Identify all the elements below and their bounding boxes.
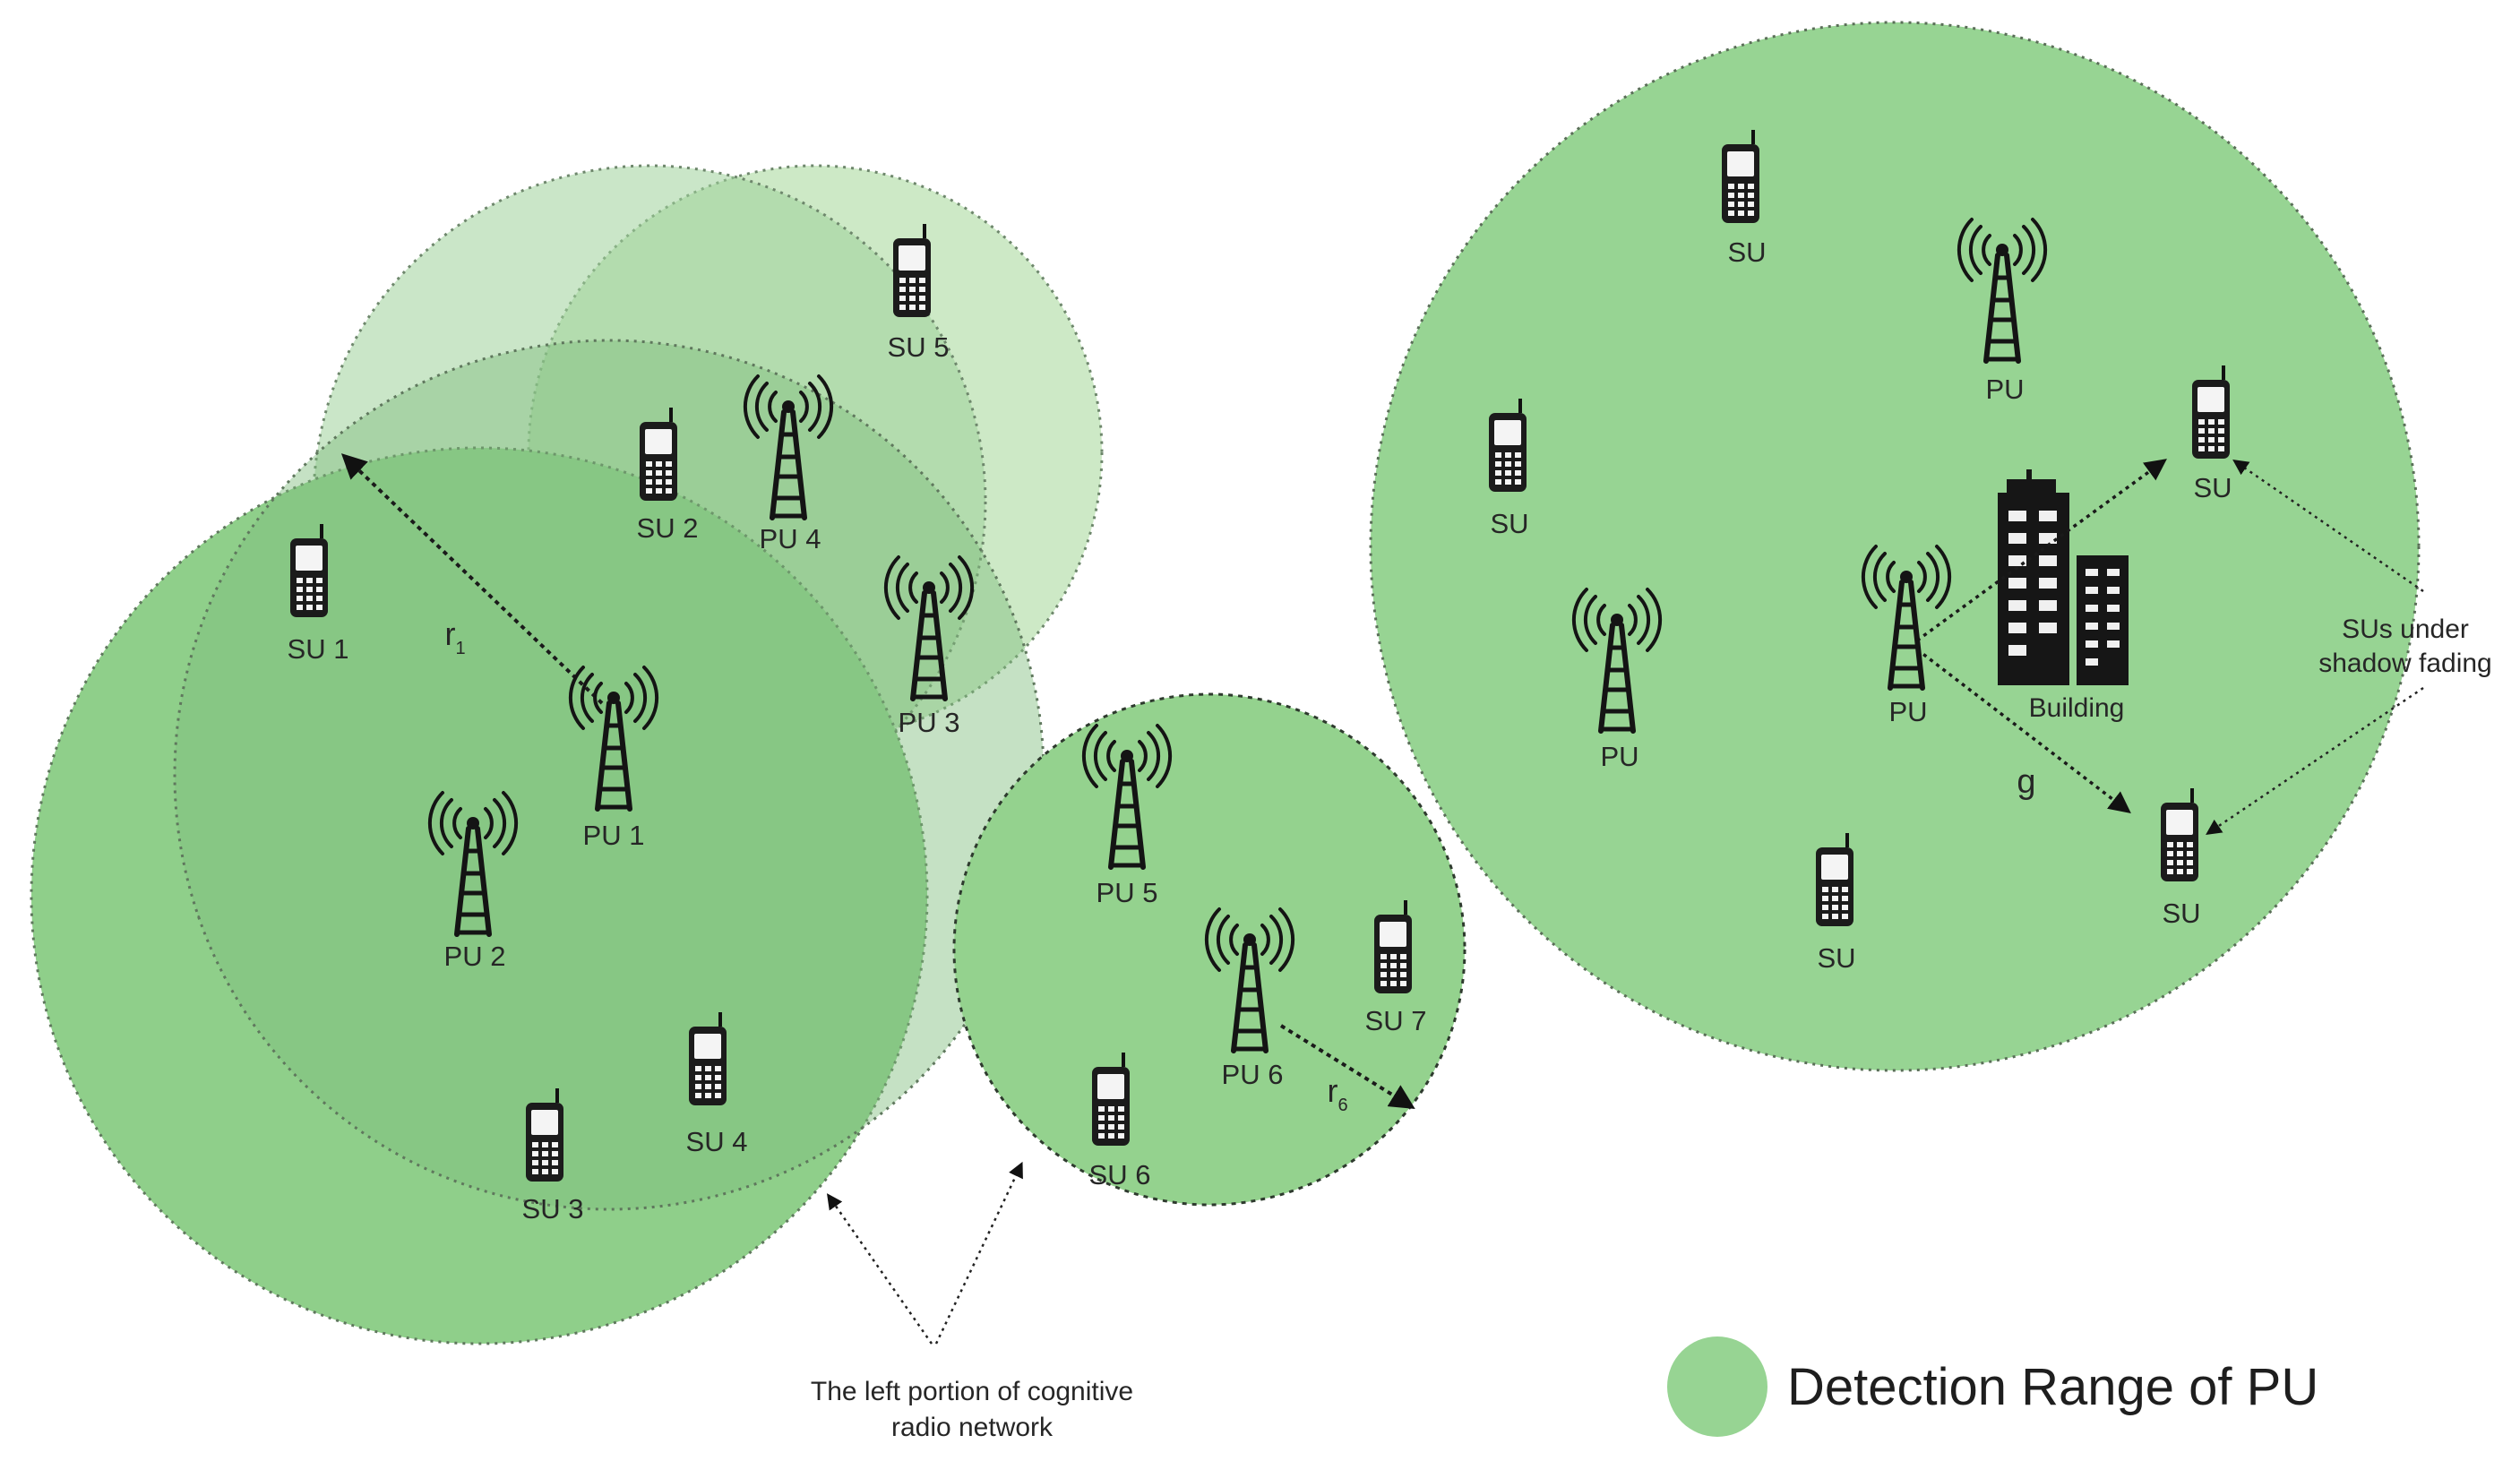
r6-label-main: r xyxy=(1327,1072,1337,1109)
right-su-shadow1-label: SU xyxy=(2193,472,2232,503)
r6-label-sub: 6 xyxy=(1337,1096,1347,1115)
r1-label-main: r xyxy=(444,615,455,652)
right-su-left-label: SU xyxy=(1490,508,1528,539)
su6-label: SU 6 xyxy=(1089,1159,1151,1190)
pu1-label: PU 1 xyxy=(583,820,645,851)
su4-label: SU 4 xyxy=(686,1126,748,1157)
pu5-label: PU 5 xyxy=(1097,877,1158,908)
su7-label: SU 7 xyxy=(1365,1005,1427,1036)
right-su-top-label: SU xyxy=(1727,236,1766,268)
right-pu-left-label: PU xyxy=(1600,741,1638,772)
pu6-label: PU 6 xyxy=(1222,1059,1284,1090)
su5-label: SU 5 xyxy=(888,331,950,363)
shadow-callout-arrow-1 xyxy=(2232,460,2424,593)
right-su-shadow2-label: SU xyxy=(2162,898,2200,929)
left-portion-callout-arrow-1 xyxy=(826,1193,933,1345)
left-portion-callout-arrow-2 xyxy=(934,1161,1023,1345)
pu-to-shadow-su-arrow-1 xyxy=(1915,459,2167,642)
r6-radius-arrow xyxy=(1279,1024,1415,1109)
legend-swatch xyxy=(1667,1336,1767,1437)
shadow-callout-arrow-2 xyxy=(2206,686,2424,835)
shadow-fading-callout-line2: shadow fading xyxy=(2318,649,2491,678)
left-portion-callout-line2: radio network xyxy=(891,1413,1054,1442)
right-su-bottom-label: SU xyxy=(1817,942,1855,974)
pu3-label: PU 3 xyxy=(899,707,960,738)
legend-label: Detection Range of PU xyxy=(1787,1358,2318,1416)
right-network-detection-range xyxy=(1369,21,2421,1072)
pu-to-shadow-su-arrow-2 xyxy=(1915,648,2131,813)
pu1-detection-range xyxy=(173,339,1045,1211)
building-icon xyxy=(1998,469,2129,685)
building-label: Building xyxy=(2029,693,2125,723)
right-pu-center-label: PU xyxy=(1888,696,1927,727)
g-label: g xyxy=(2017,763,2035,801)
shadow-fading-callout-line1: SUs under xyxy=(2342,614,2469,644)
pu4-label: PU 4 xyxy=(760,523,821,554)
pu2-detection-range xyxy=(30,446,929,1345)
pu2-label: PU 2 xyxy=(444,941,506,972)
left-portion-callout-line1: The left portion of cognitive xyxy=(811,1377,1133,1406)
su2-label: SU 2 xyxy=(637,512,699,544)
r6-label: r6 xyxy=(1327,1072,1347,1115)
r1-label: r1 xyxy=(444,615,465,658)
legend: Detection Range of PU xyxy=(1667,1336,2318,1437)
su1-label: SU 1 xyxy=(288,633,349,665)
su3-label: SU 3 xyxy=(522,1193,584,1225)
r1-radius-arrow xyxy=(340,453,604,705)
r1-label-sub: 1 xyxy=(455,639,465,658)
right-pu-top-label: PU xyxy=(1985,374,2024,405)
